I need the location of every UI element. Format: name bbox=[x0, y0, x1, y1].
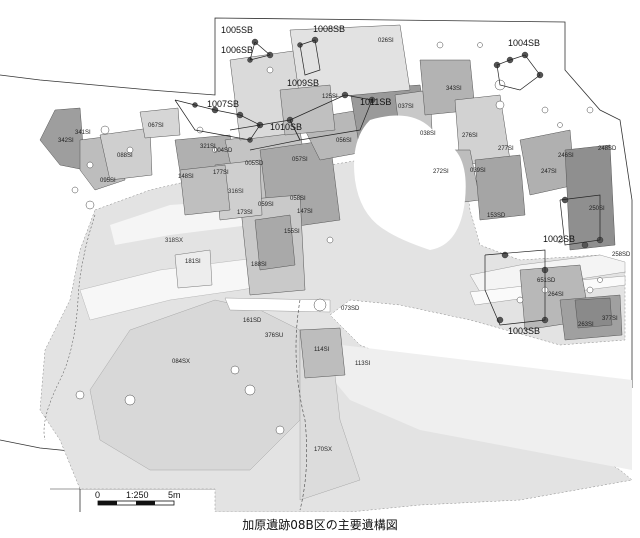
map-caption: 加原遺跡08B区の主要遺構図 bbox=[242, 518, 398, 532]
label-feature: 005SD bbox=[245, 161, 264, 167]
label-feature: 343SI bbox=[446, 86, 462, 92]
postholes bbox=[71, 41, 603, 435]
label-feature: 153SD bbox=[487, 213, 506, 219]
label-1011SB: 1011SB bbox=[360, 97, 391, 107]
label-feature: 026SI bbox=[378, 38, 394, 44]
label-feature: 039SI bbox=[470, 168, 486, 174]
scale-bar: 0 1:250 5m bbox=[95, 490, 181, 506]
label-1010SB: 1010SB bbox=[270, 122, 302, 132]
label-feature: 004SD bbox=[214, 148, 233, 154]
label-feature: 321SI bbox=[200, 144, 216, 150]
label-feature: 247SI bbox=[541, 169, 557, 175]
label-feature: 125SI bbox=[322, 94, 338, 100]
label-feature: 073SD bbox=[341, 306, 360, 312]
label-feature: 341SI bbox=[75, 130, 91, 136]
label-feature: 342SI bbox=[58, 138, 74, 144]
label-feature: 148SI bbox=[178, 174, 194, 180]
label-feature: 155SI bbox=[284, 229, 300, 235]
scale-ratio: 1:250 bbox=[126, 490, 149, 500]
label-feature: 651SD bbox=[537, 278, 556, 284]
label-feature: 272SI bbox=[433, 169, 449, 175]
label-1009SB: 1009SB bbox=[287, 78, 319, 88]
label-feature: 170SX bbox=[314, 447, 332, 453]
label-feature: 058SI bbox=[290, 196, 306, 202]
label-feature: 263SI bbox=[578, 322, 594, 328]
label-feature: 056SI bbox=[336, 138, 352, 144]
label-feature: 376SU bbox=[265, 333, 283, 339]
label-1005SB: 1005SB bbox=[221, 25, 253, 35]
label-feature: 246SI bbox=[558, 153, 574, 159]
label-1003SB: 1003SB bbox=[508, 326, 540, 336]
label-1006SB: 1006SB bbox=[221, 45, 253, 55]
label-feature: 067SI bbox=[148, 123, 164, 129]
label-1008SB: 1008SB bbox=[313, 24, 345, 34]
label-feature: 377SI bbox=[602, 316, 618, 322]
label-feature: 059SI bbox=[258, 202, 274, 208]
label-feature: 318SX bbox=[165, 238, 183, 244]
label-feature: 181SI bbox=[185, 259, 201, 265]
label-1007SB: 1007SB bbox=[207, 99, 239, 109]
label-feature: 250SI bbox=[589, 206, 605, 212]
label-feature: 316SI bbox=[228, 189, 244, 195]
scale-end: 5m bbox=[168, 490, 181, 500]
label-feature: 248SD bbox=[598, 146, 617, 152]
label-feature: 113SI bbox=[355, 361, 371, 367]
scale-zero: 0 bbox=[95, 490, 100, 500]
label-feature: 258SD bbox=[612, 252, 631, 258]
label-feature: 161SD bbox=[243, 318, 262, 324]
label-feature: 177SI bbox=[213, 170, 229, 176]
label-feature: 277SI bbox=[498, 146, 514, 152]
label-feature: 173SI bbox=[237, 210, 253, 216]
label-feature: 038SI bbox=[420, 131, 436, 137]
label-feature: 147SI bbox=[297, 209, 313, 215]
label-feature: 084SX bbox=[172, 359, 190, 365]
label-feature: 264SI bbox=[548, 292, 564, 298]
label-feature: 276SI bbox=[462, 133, 478, 139]
label-1004SB: 1004SB bbox=[508, 38, 540, 48]
building-outlines bbox=[174, 39, 601, 326]
site-boundary bbox=[0, 17, 633, 388]
label-feature: 114SI bbox=[314, 347, 330, 353]
label-feature: 088SI bbox=[117, 153, 133, 159]
label-feature: 095SI bbox=[100, 178, 116, 184]
label-feature: 188SI bbox=[251, 262, 267, 268]
excavation-map: 1005SB 1006SB 1008SB 1004SB 1007SB 1009S… bbox=[0, 17, 633, 512]
label-feature: 057SI bbox=[292, 157, 308, 163]
label-1002SB: 1002SB bbox=[543, 234, 575, 244]
label-feature: 037SI bbox=[398, 104, 414, 110]
